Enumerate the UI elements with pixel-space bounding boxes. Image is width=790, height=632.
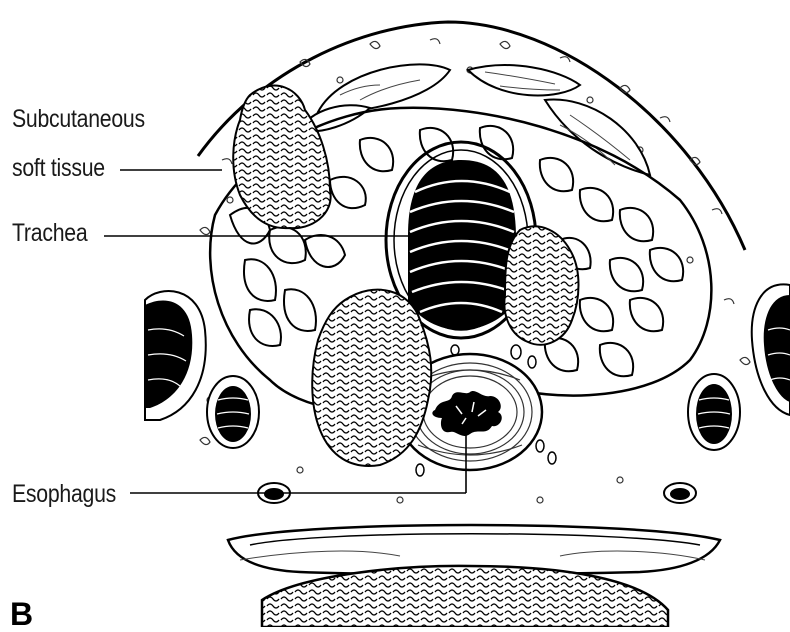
strap-muscles — [300, 64, 650, 175]
label-subcutaneous-line2: soft tissue — [12, 153, 105, 183]
right-carotid-artery — [688, 374, 740, 450]
panel-letter: B — [10, 598, 33, 630]
left-jugular-vein — [145, 291, 206, 420]
left-carotid-artery — [207, 376, 259, 448]
nodule-right — [504, 226, 578, 344]
label-trachea: Trachea — [12, 218, 87, 248]
nodule-upper-left — [233, 86, 330, 229]
right-jugular-vein — [752, 284, 790, 415]
trachea-lumen — [408, 160, 516, 330]
vertebral-body — [228, 525, 720, 627]
label-subcutaneous-line1: Subcutaneous — [12, 104, 145, 134]
nodule-lower-left — [312, 290, 431, 466]
label-esophagus: Esophagus — [12, 479, 116, 509]
